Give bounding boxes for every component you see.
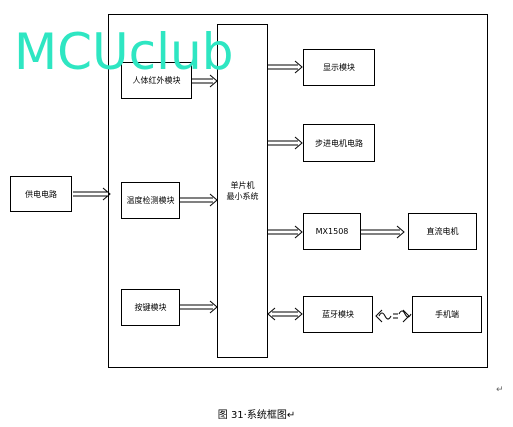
mcu-label-line1: 单片机 [230,181,255,190]
arrow-mcu-to-driver [268,225,303,239]
arrow-mcu-bluetooth [267,307,303,321]
arrow-bluetooth-phone-wireless [375,309,412,323]
arrow-temp-to-mcu [180,193,218,207]
display-block: 显示模块 [303,49,375,86]
driver-block: MX1508 [303,213,361,250]
temperature-label: 温度检测模块 [126,196,175,205]
keys-block: 按键模块 [121,289,180,326]
phone-block: 手机端 [412,296,482,333]
temperature-block: 温度检测模块 [121,182,180,219]
figure-caption: 图 31·系统框图↵ [217,410,296,421]
system-frame [108,14,488,368]
pir-sensor-block: 人体红外模块 [121,62,192,99]
arrow-driver-to-motor [361,225,405,239]
phone-label: 手机端 [435,310,459,319]
display-label: 显示模块 [323,63,355,72]
paragraph-mark: ↵ [496,385,504,395]
arrow-power-to-system [73,187,111,201]
mcu-block: 单片机 最小系统 [217,24,268,358]
stepper-block: 步进电机电路 [303,124,375,162]
mcuclub-watermark: MCUclub [14,23,234,81]
stepper-label: 步进电机电路 [315,138,363,148]
arrow-mcu-to-display [268,60,303,74]
driver-label: MX1508 [315,227,349,236]
keys-label: 按键模块 [134,303,167,312]
pir-sensor-label: 人体红外模块 [132,76,181,85]
mcu-label-line2: 最小系统 [226,192,259,201]
dc-motor-block: 直流电机 [408,213,477,250]
power-supply-block: 供电电路 [10,176,72,212]
arrow-mcu-to-stepper [268,136,303,150]
power-supply-label: 供电电路 [25,189,57,199]
dc-motor-label: 直流电机 [426,227,459,236]
bluetooth-label: 蓝牙模块 [322,310,354,319]
arrow-keys-to-mcu [180,300,218,314]
bluetooth-block: 蓝牙模块 [303,296,373,333]
